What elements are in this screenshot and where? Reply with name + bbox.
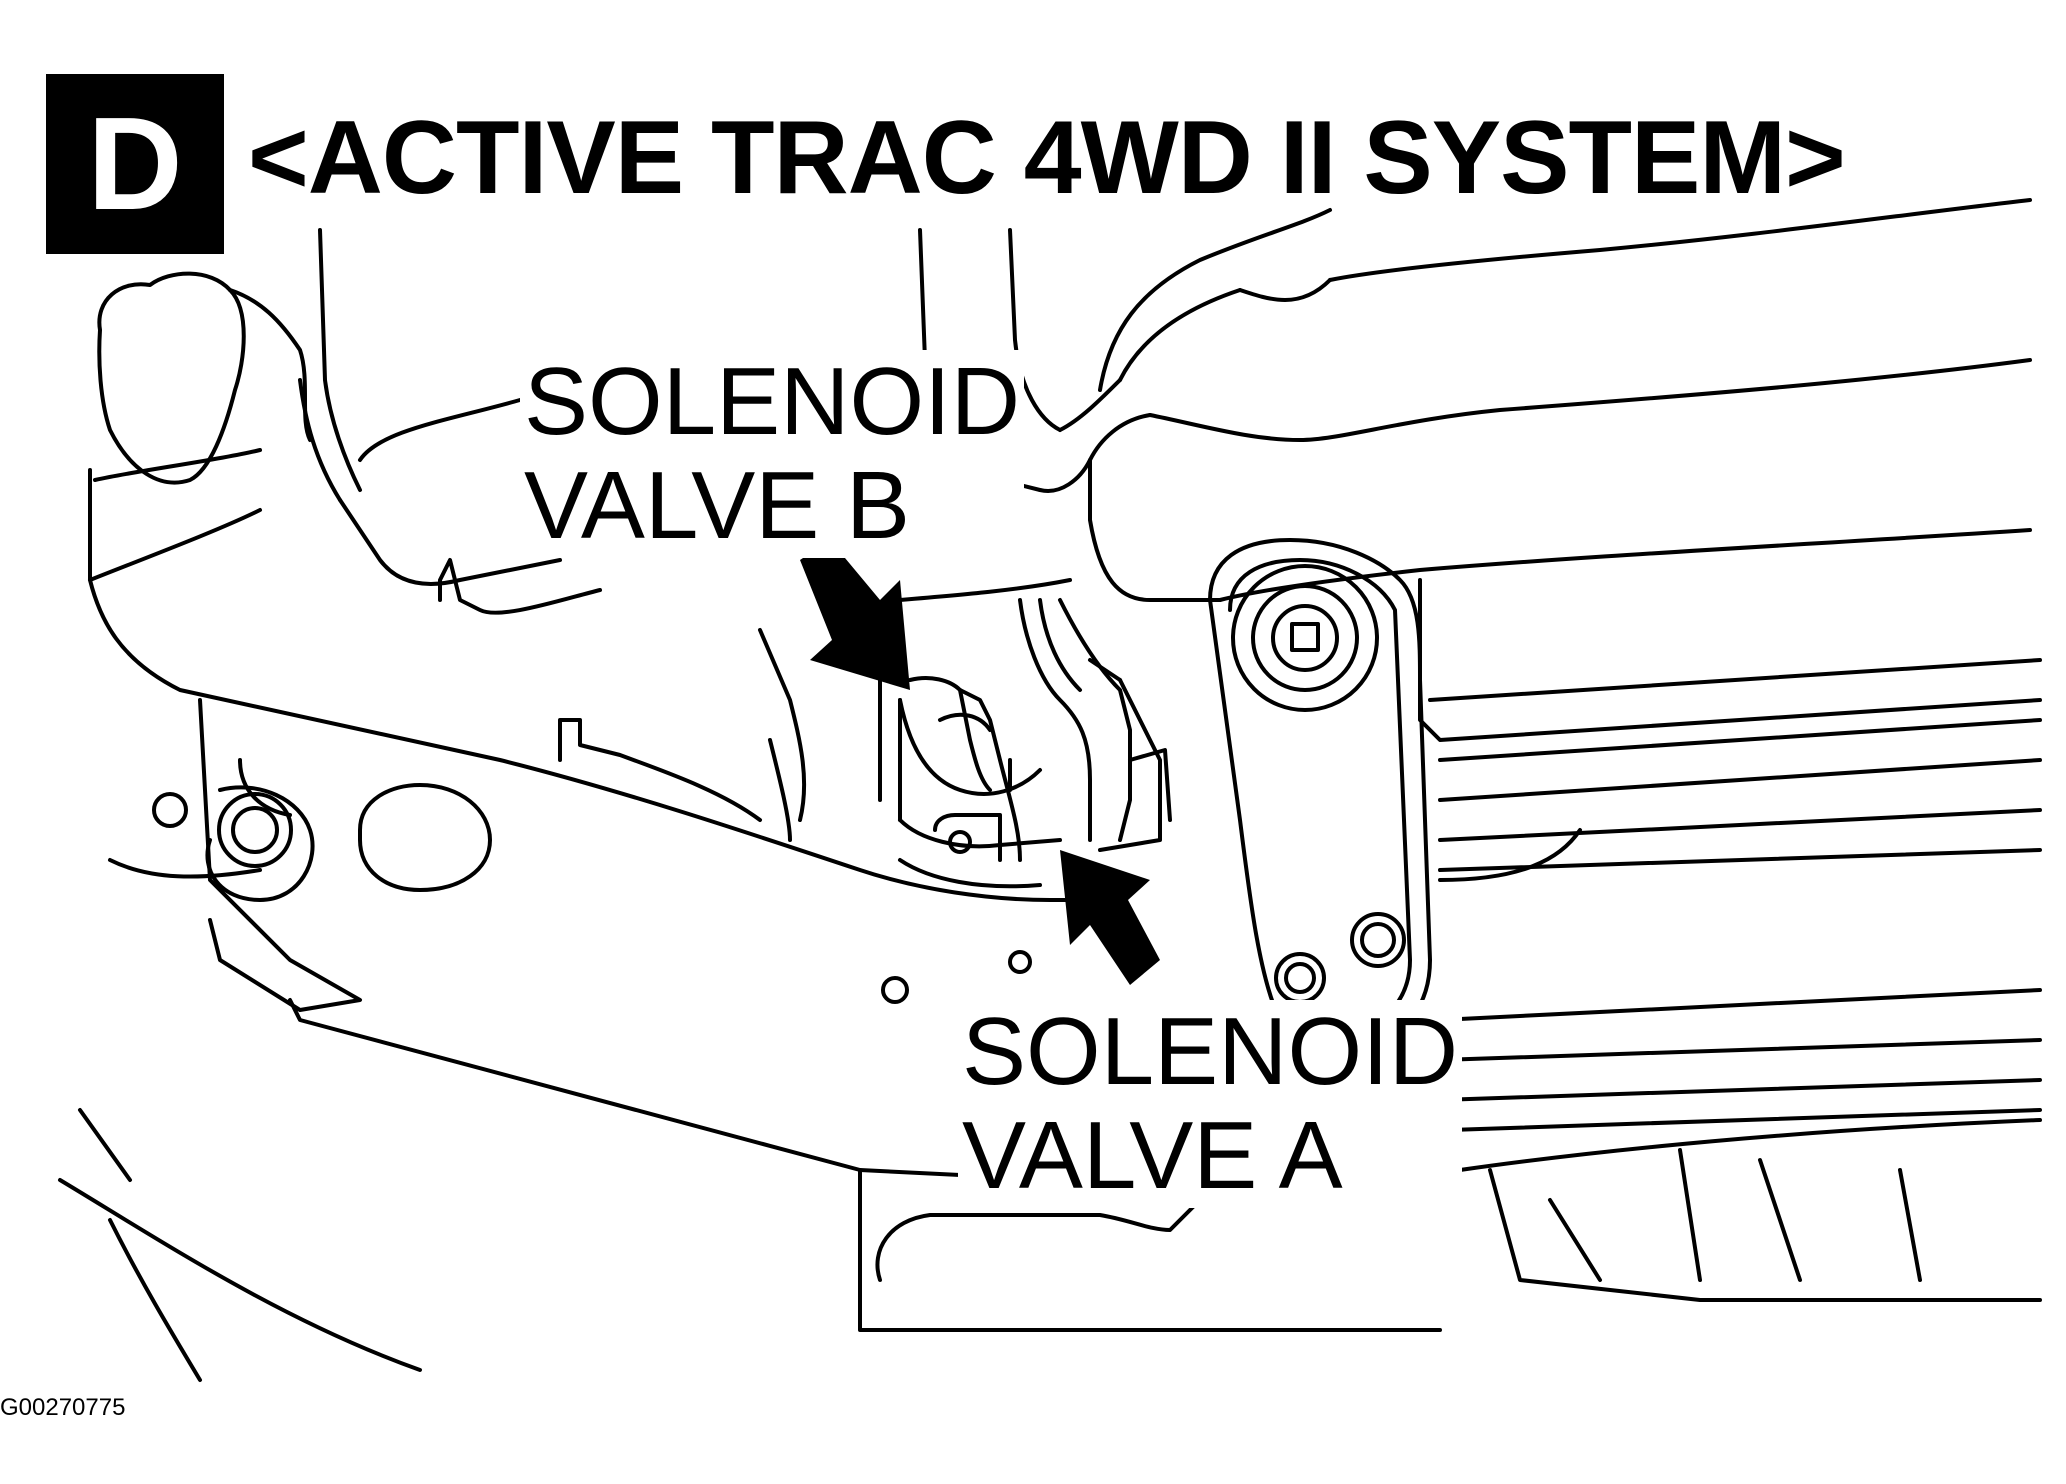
callout-b-line1: SOLENOID: [524, 348, 1021, 455]
callout-a-line1: SOLENOID: [962, 998, 1459, 1105]
callout-solenoid-valve-b: SOLENOID VALVE B: [520, 348, 1025, 559]
figure-id: G00270775: [0, 1394, 126, 1421]
section-badge: D: [46, 74, 224, 254]
callout-solenoid-valve-a: SOLENOID VALVE A: [958, 998, 1463, 1209]
callout-a-line2: VALVE A: [962, 1102, 1343, 1209]
solenoid-valve-assembly: [438, 558, 1172, 889]
diagram-title: <ACTIVE TRAC 4WD II SYSTEM>: [248, 100, 1846, 216]
lower-frame-member: [58, 448, 2042, 1382]
upper-left-mount: [97, 228, 362, 502]
frame-rails: [1418, 578, 2042, 1172]
arrow-to-valve-b: [800, 540, 910, 690]
arrow-to-valve-a: [1060, 850, 1160, 985]
callout-b-line2: VALVE B: [524, 452, 910, 559]
link-arm-with-bushing: [1208, 538, 1432, 1055]
